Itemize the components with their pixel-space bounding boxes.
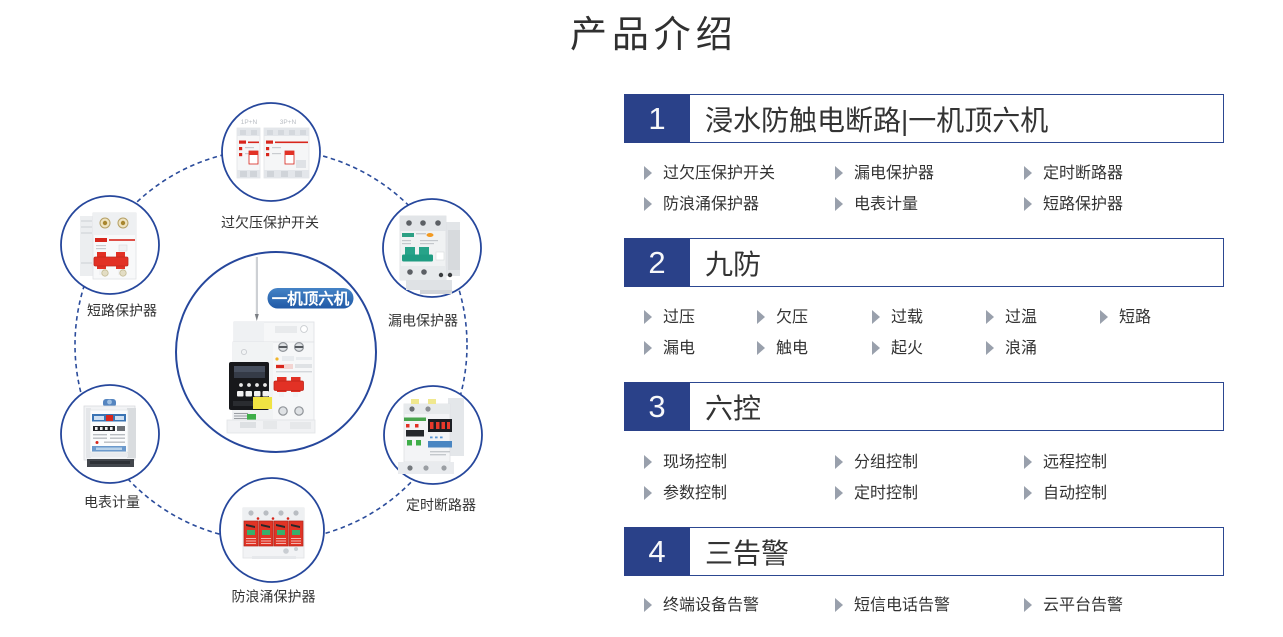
svg-text:过欠压保护开关: 过欠压保护开关 — [221, 215, 319, 231]
svg-text:防浪涌保护器: 防浪涌保护器 — [232, 589, 316, 605]
svg-text:3P+N: 3P+N — [280, 119, 297, 126]
svg-text:电表计量: 电表计量 — [84, 494, 140, 510]
svg-text:一机顶六机: 一机顶六机 — [272, 289, 350, 308]
svg-text:短路保护器: 短路保护器 — [87, 303, 157, 319]
svg-text:1P+N: 1P+N — [241, 119, 258, 126]
svg-text:漏电保护器: 漏电保护器 — [388, 313, 458, 329]
svg-text:定时断路器: 定时断路器 — [406, 497, 476, 513]
